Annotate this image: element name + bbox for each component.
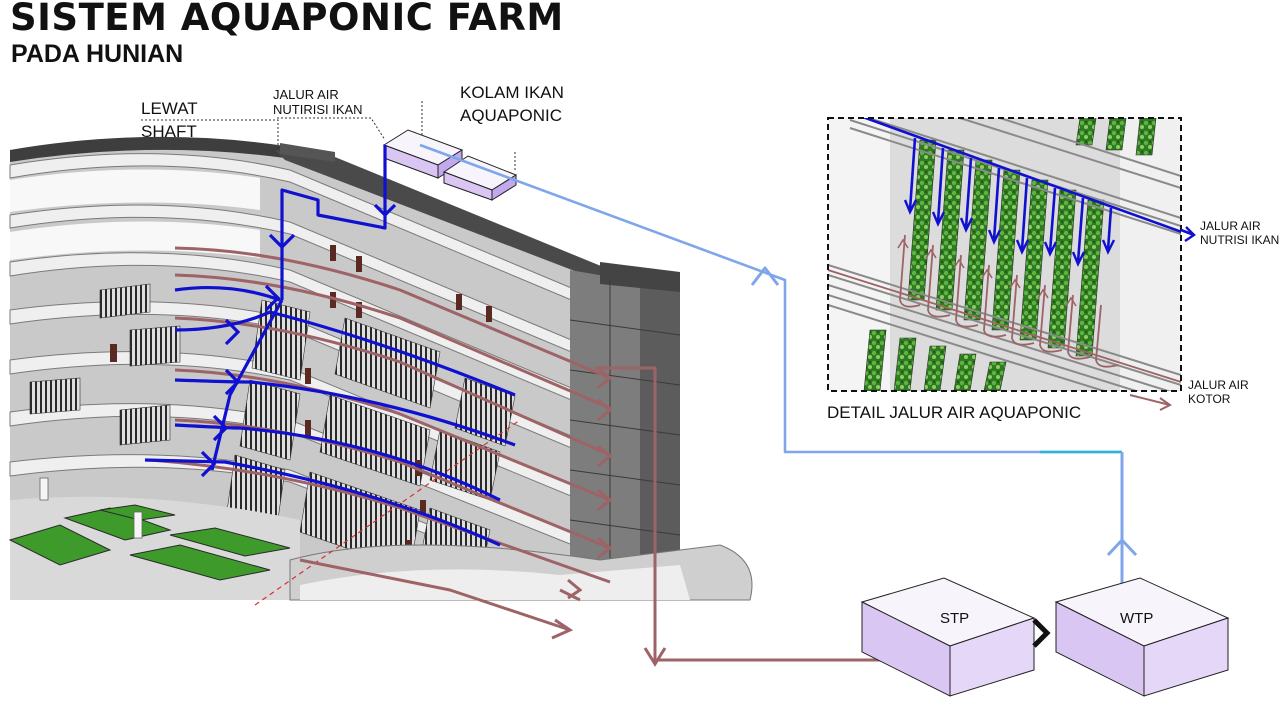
detail-inset: [827, 117, 1196, 411]
shaft-label-line1: LEWAT: [141, 99, 198, 118]
building-illustration: [8, 136, 753, 601]
detail-nutrient-label-line2: NUTRISI IKAN: [1200, 232, 1280, 247]
page-subtitle: PADA HUNIAN: [11, 40, 184, 68]
nutrient-route-label-line1: JALUR AIR: [273, 87, 339, 102]
fish-pond-label-line2: AQUAPONIC: [460, 105, 563, 125]
detail-caption: DETAIL JALUR AIR AQUAPONIC: [827, 403, 1082, 422]
fish-pond-label: KOLAM IKAN AQUAPONIC: [460, 83, 564, 125]
stp-to-wtp-arrow: [1032, 618, 1051, 648]
nutrient-water-arrowheads: [200, 203, 397, 478]
detail-nutrient-label-line1: JALUR AIR: [1200, 219, 1261, 233]
nutrient-route-label: JALUR AIR NUTIRISI IKAN: [273, 87, 363, 118]
wtp-label: WTP: [1120, 610, 1154, 627]
detail-nutrient-label: JALUR AIR NUTRISI IKAN: [1200, 219, 1280, 248]
page-title: SISTEM AQUAPONIC FARM: [10, 0, 564, 39]
nutrient-route-label-line2: NUTIRISI IKAN: [273, 101, 363, 117]
detail-dirty-label-line2: KOTOR: [1188, 391, 1231, 406]
stp-label: STP: [940, 610, 970, 627]
shaft-label-line2: SHAFT: [141, 121, 197, 141]
fish-tank-box-1: [382, 129, 464, 179]
wtp-box: [1054, 577, 1230, 697]
shaft-label: LEWAT SHAFT: [141, 99, 198, 141]
dirty-water-arrowheads: [551, 366, 667, 667]
stp-box: [860, 577, 1036, 697]
fish-pond-label-line1: KOLAM IKAN: [460, 83, 564, 102]
fish-tank-boxes: [382, 129, 518, 201]
nutrient-water-flow: [144, 145, 516, 547]
clean-water-flow: [419, 143, 1138, 585]
detail-dirty-label: JALUR AIR KOTOR: [1188, 378, 1249, 407]
leader-lines: [141, 101, 516, 170]
fish-tank-box-2: [442, 155, 518, 201]
dirty-water-flow: [149, 246, 905, 662]
detail-dirty-label-line1: JALUR AIR: [1188, 378, 1249, 392]
